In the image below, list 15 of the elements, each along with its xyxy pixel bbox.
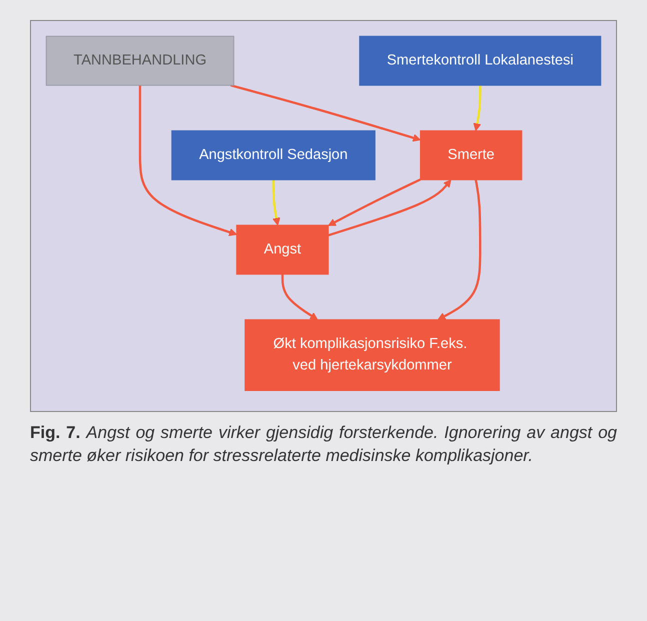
arrow (281, 274, 318, 320)
figure-caption: Fig. 7. Angst og smerte virker gjensidig forsterkende. Ignorering av angst og smerte øker risikoen for stressrelaterte medisinske komplikasjoner. (30, 422, 617, 467)
node-box: TANNBEHANDLING (46, 36, 234, 86)
arrow (272, 180, 280, 226)
node-box: Smerte (420, 130, 522, 180)
arrow (328, 179, 452, 236)
node-box: Angstkontroll Sedasjon (171, 130, 376, 180)
node-box: Økt komplikasjonsrisiko F.eks. ved hjertekarsykdommer (244, 319, 500, 391)
arrow (473, 85, 482, 132)
node-box: Smertekontroll Lokalanestesi (359, 36, 602, 86)
arrow (138, 85, 237, 236)
arrow (438, 180, 482, 320)
node-box: Angst (236, 224, 329, 275)
arrow (328, 178, 421, 226)
arrow (230, 84, 421, 142)
